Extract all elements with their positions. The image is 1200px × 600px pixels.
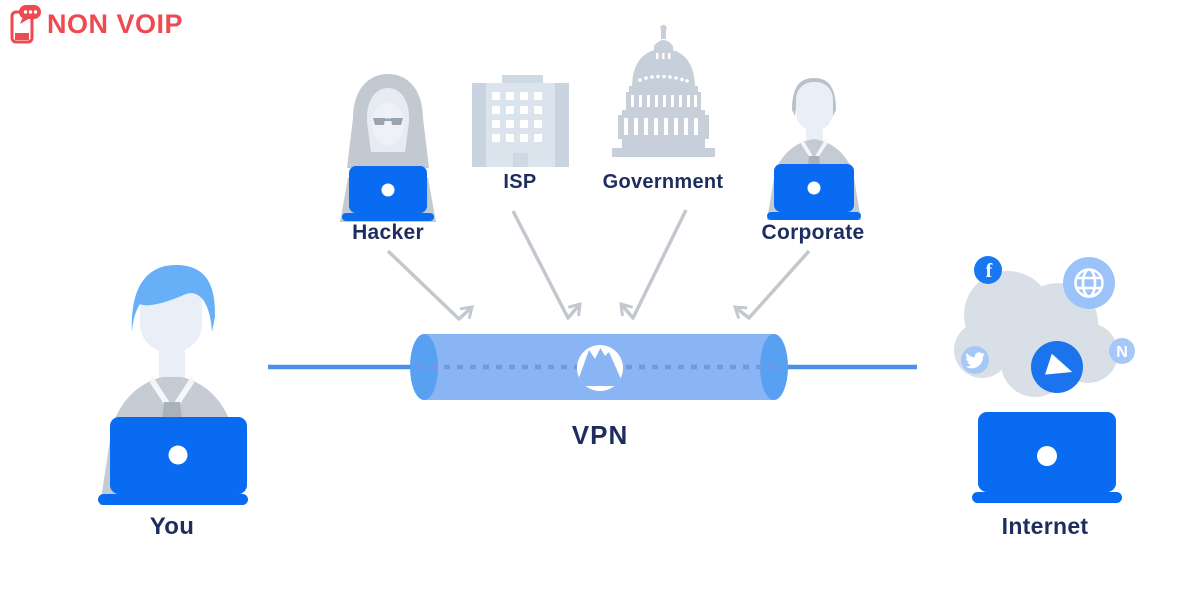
capitol-building-icon xyxy=(612,24,715,157)
corporate-laptop-icon xyxy=(767,164,861,220)
deflect-arrow-corporate xyxy=(732,249,811,320)
deflect-arrow-hacker xyxy=(386,249,474,321)
vpn-tunnel xyxy=(410,334,788,400)
hacker-label: Hacker xyxy=(352,221,424,244)
hacker-laptop-icon xyxy=(342,166,434,221)
nonvoip-logo[interactable]: NON VOIP xyxy=(8,5,183,45)
you-label: You xyxy=(149,513,195,540)
logo-text: NON VOIP xyxy=(47,9,184,39)
hacker-glasses xyxy=(373,118,403,125)
isp-label: ISP xyxy=(503,171,537,193)
you-laptop-icon xyxy=(98,417,248,505)
building-door xyxy=(513,153,528,167)
twitter-icon[interactable] xyxy=(961,346,989,374)
netflix-letter: N xyxy=(1116,344,1128,361)
netflix-icon[interactable]: N xyxy=(1109,338,1135,364)
internet-laptop-icon xyxy=(972,412,1122,503)
vpn-label: VPN xyxy=(571,420,629,450)
vpn-mountain-logo-icon xyxy=(577,345,623,391)
facebook-letter: f xyxy=(986,260,993,282)
phone-chat-icon xyxy=(10,5,41,44)
building-windows xyxy=(492,92,542,142)
video-play-icon[interactable] xyxy=(1031,341,1083,393)
deflect-arrow-isp xyxy=(511,210,582,320)
hacker-hooded-figure-icon xyxy=(340,74,436,222)
deflect-arrow-government xyxy=(619,209,688,320)
blue-hair xyxy=(131,264,216,332)
office-building-icon xyxy=(472,75,569,167)
government-label: Government xyxy=(602,171,724,193)
businessman-laptop-icon xyxy=(767,78,861,220)
internet-cloud: f N xyxy=(954,256,1135,397)
internet-label: Internet xyxy=(1001,513,1089,539)
corporate-label: Corporate xyxy=(761,221,865,244)
globe-icon[interactable] xyxy=(1063,257,1115,309)
you-user-icon xyxy=(98,264,248,505)
facebook-icon[interactable]: f xyxy=(974,256,1002,284)
